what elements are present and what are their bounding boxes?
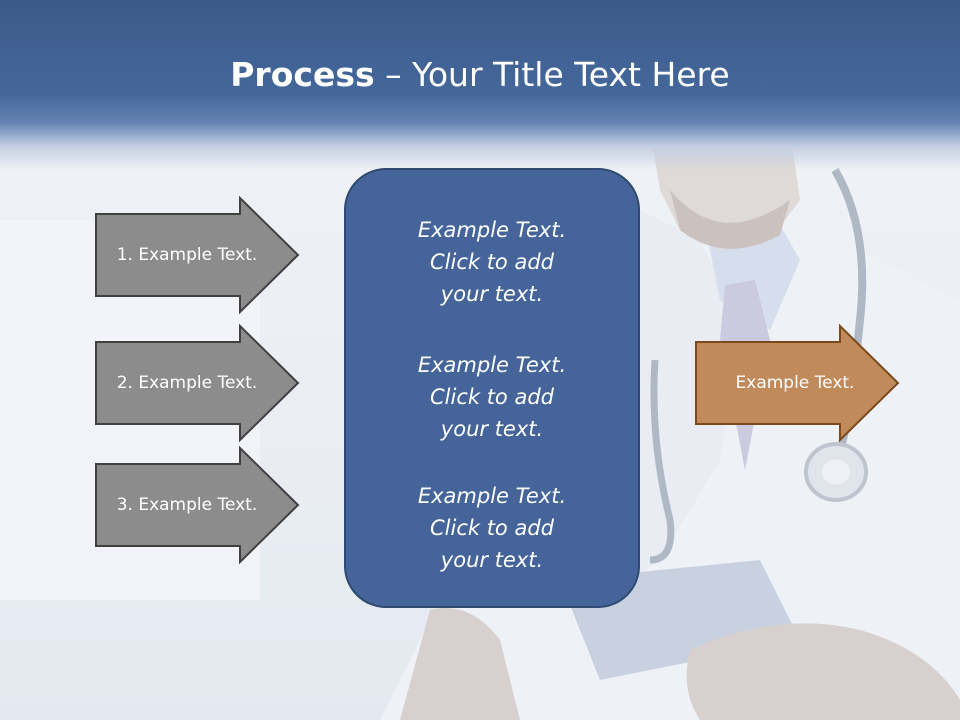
text-line: Example Text.	[417, 218, 567, 242]
text-block-1: Example Text. Click to add your text.	[346, 214, 638, 310]
text-line: Example Text.	[417, 353, 567, 377]
result-arrow[interactable]: Example Text.	[695, 323, 900, 443]
text-block-3: Example Text. Click to add your text.	[346, 480, 638, 576]
right-arrow-shape-icon	[95, 445, 300, 565]
process-arrow-3-label: 3. Example Text.	[116, 495, 258, 515]
right-arrow-shape-icon	[695, 323, 900, 443]
slide-title[interactable]: Process – Your Title Text Here	[0, 52, 960, 98]
text-line: Click to add	[429, 385, 554, 409]
title-rest: – Your Title Text Here	[374, 55, 730, 94]
right-arrow-shape-icon	[95, 323, 300, 443]
title-bold: Process	[230, 55, 375, 94]
right-arrow-shape-icon	[95, 195, 300, 315]
process-arrow-2-label: 2. Example Text.	[116, 373, 258, 393]
center-text-box[interactable]: Example Text. Click to add your text. Ex…	[344, 168, 640, 608]
text-line: your text.	[440, 417, 544, 441]
process-arrow-1-label: 1. Example Text.	[116, 245, 258, 265]
text-line: Example Text.	[417, 484, 567, 508]
text-line: Click to add	[429, 516, 554, 540]
result-arrow-label: Example Text.	[735, 373, 855, 393]
process-arrow-2[interactable]: 2. Example Text.	[95, 323, 300, 443]
process-arrow-1[interactable]: 1. Example Text.	[95, 195, 300, 315]
text-line: Click to add	[429, 250, 554, 274]
process-arrow-3[interactable]: 3. Example Text.	[95, 445, 300, 565]
text-line: your text.	[440, 548, 544, 572]
title-bar	[0, 0, 960, 170]
text-block-2: Example Text. Click to add your text.	[346, 349, 638, 445]
text-line: your text.	[440, 282, 544, 306]
